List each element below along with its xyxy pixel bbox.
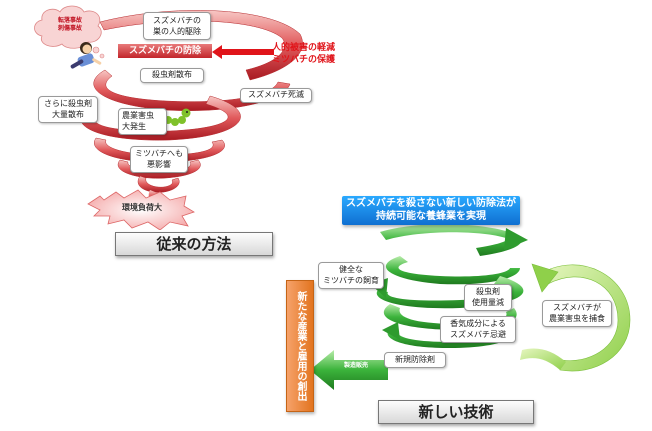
reduce-insecticide-box: 殺虫剤 使用量減 — [464, 284, 512, 311]
more-spray-line-1: さらに殺虫剤 — [44, 99, 92, 108]
manufacture-line-1: 県内企業で — [340, 354, 371, 361]
fallen-person-icon — [70, 42, 102, 69]
pest-line-2: 大発生 — [122, 122, 146, 131]
pest-outbreak-box: 農業害虫 大発生 — [118, 108, 167, 135]
new-method-banner: スズメバチを殺さない新しい防除法が 持続可能な養蜂業を実現 — [342, 196, 520, 225]
new-control-agent-box: 新規防除剤 — [384, 352, 446, 368]
annotation-line-2: ミツバチの保護 — [272, 55, 336, 65]
healthy-line-1: 健全な — [339, 265, 363, 274]
damage-reduction-annotation: 人的被害の軽減 ミツバチの保護 — [272, 42, 362, 66]
healthy-line-2: ミツバチの飼育 — [323, 276, 379, 285]
cloud-line-2: 刺傷事故 — [57, 25, 82, 32]
red-arrow-left — [212, 45, 274, 59]
reduce-line-1: 殺虫剤 — [476, 287, 500, 296]
red-spiral-tornado — [34, 5, 303, 230]
honeybee-line-1: ミツバチへも — [135, 149, 183, 158]
hornet-control-label: スズメバチの防除 — [118, 44, 212, 58]
insecticide-spray-box: 殺虫剤散布 — [140, 68, 204, 83]
scent-line-1: 香気成分による — [450, 319, 506, 328]
green-arrow-left — [310, 350, 388, 390]
pest-line-1: 農業害虫 — [122, 111, 154, 120]
more-spray-line-2: 大量散布 — [52, 110, 84, 119]
cloud-label: 転落事故 刺傷事故 — [46, 17, 94, 33]
traditional-method-title: 従来の方法 — [115, 232, 273, 256]
hornet-eat-line-2: 農業害虫を捕食 — [549, 314, 605, 323]
scent-line-2: スズメバチ忌避 — [450, 330, 506, 339]
caterpillar-icon — [164, 108, 191, 126]
scent-repellent-box: 香気成分による スズメバチ忌避 — [440, 316, 516, 343]
reduce-line-2: 使用量減 — [472, 298, 504, 307]
manufacture-line-2: 製造販売 — [343, 362, 368, 369]
hornet-extinct-box: スズメバチ死滅 — [240, 88, 312, 103]
honeybee-harm-box: ミツバチへも 悪影響 — [130, 146, 188, 173]
annotation-line-1: 人的被害の軽減 — [272, 43, 336, 53]
burst-shape — [87, 189, 195, 230]
nest-removal-box: スズメバチの 巣の人的駆除 — [143, 12, 211, 40]
cloud-line-1: 転落事故 — [57, 17, 82, 24]
environmental-burden-label: 環境負荷大 — [122, 203, 162, 212]
local-manufacture-label: 県内企業で 製造販売 — [332, 354, 380, 370]
hornet-eat-line-1: スズメバチが — [553, 303, 601, 312]
cloud-shape — [34, 5, 102, 49]
banner-line-2: 持続可能な養蜂業を実現 — [376, 211, 486, 222]
nest-line-1: スズメバチの — [153, 16, 201, 25]
hornet-eats-pest-box: スズメバチが 農業害虫を捕食 — [542, 300, 612, 327]
more-insecticide-box: さらに殺虫剤 大量散布 — [38, 96, 98, 123]
new-technology-title: 新しい技術 — [378, 400, 534, 424]
banner-line-1: スズメバチを殺さない新しい防除法が — [346, 198, 516, 209]
healthy-beekeeping-box: 健全な ミツバチの飼育 — [318, 262, 384, 289]
new-industry-jobs-bar: 新たな産業と雇用の創出 — [286, 280, 314, 412]
honeybee-line-2: 悪影響 — [147, 160, 171, 169]
nest-line-2: 巣の人的駆除 — [153, 27, 201, 36]
